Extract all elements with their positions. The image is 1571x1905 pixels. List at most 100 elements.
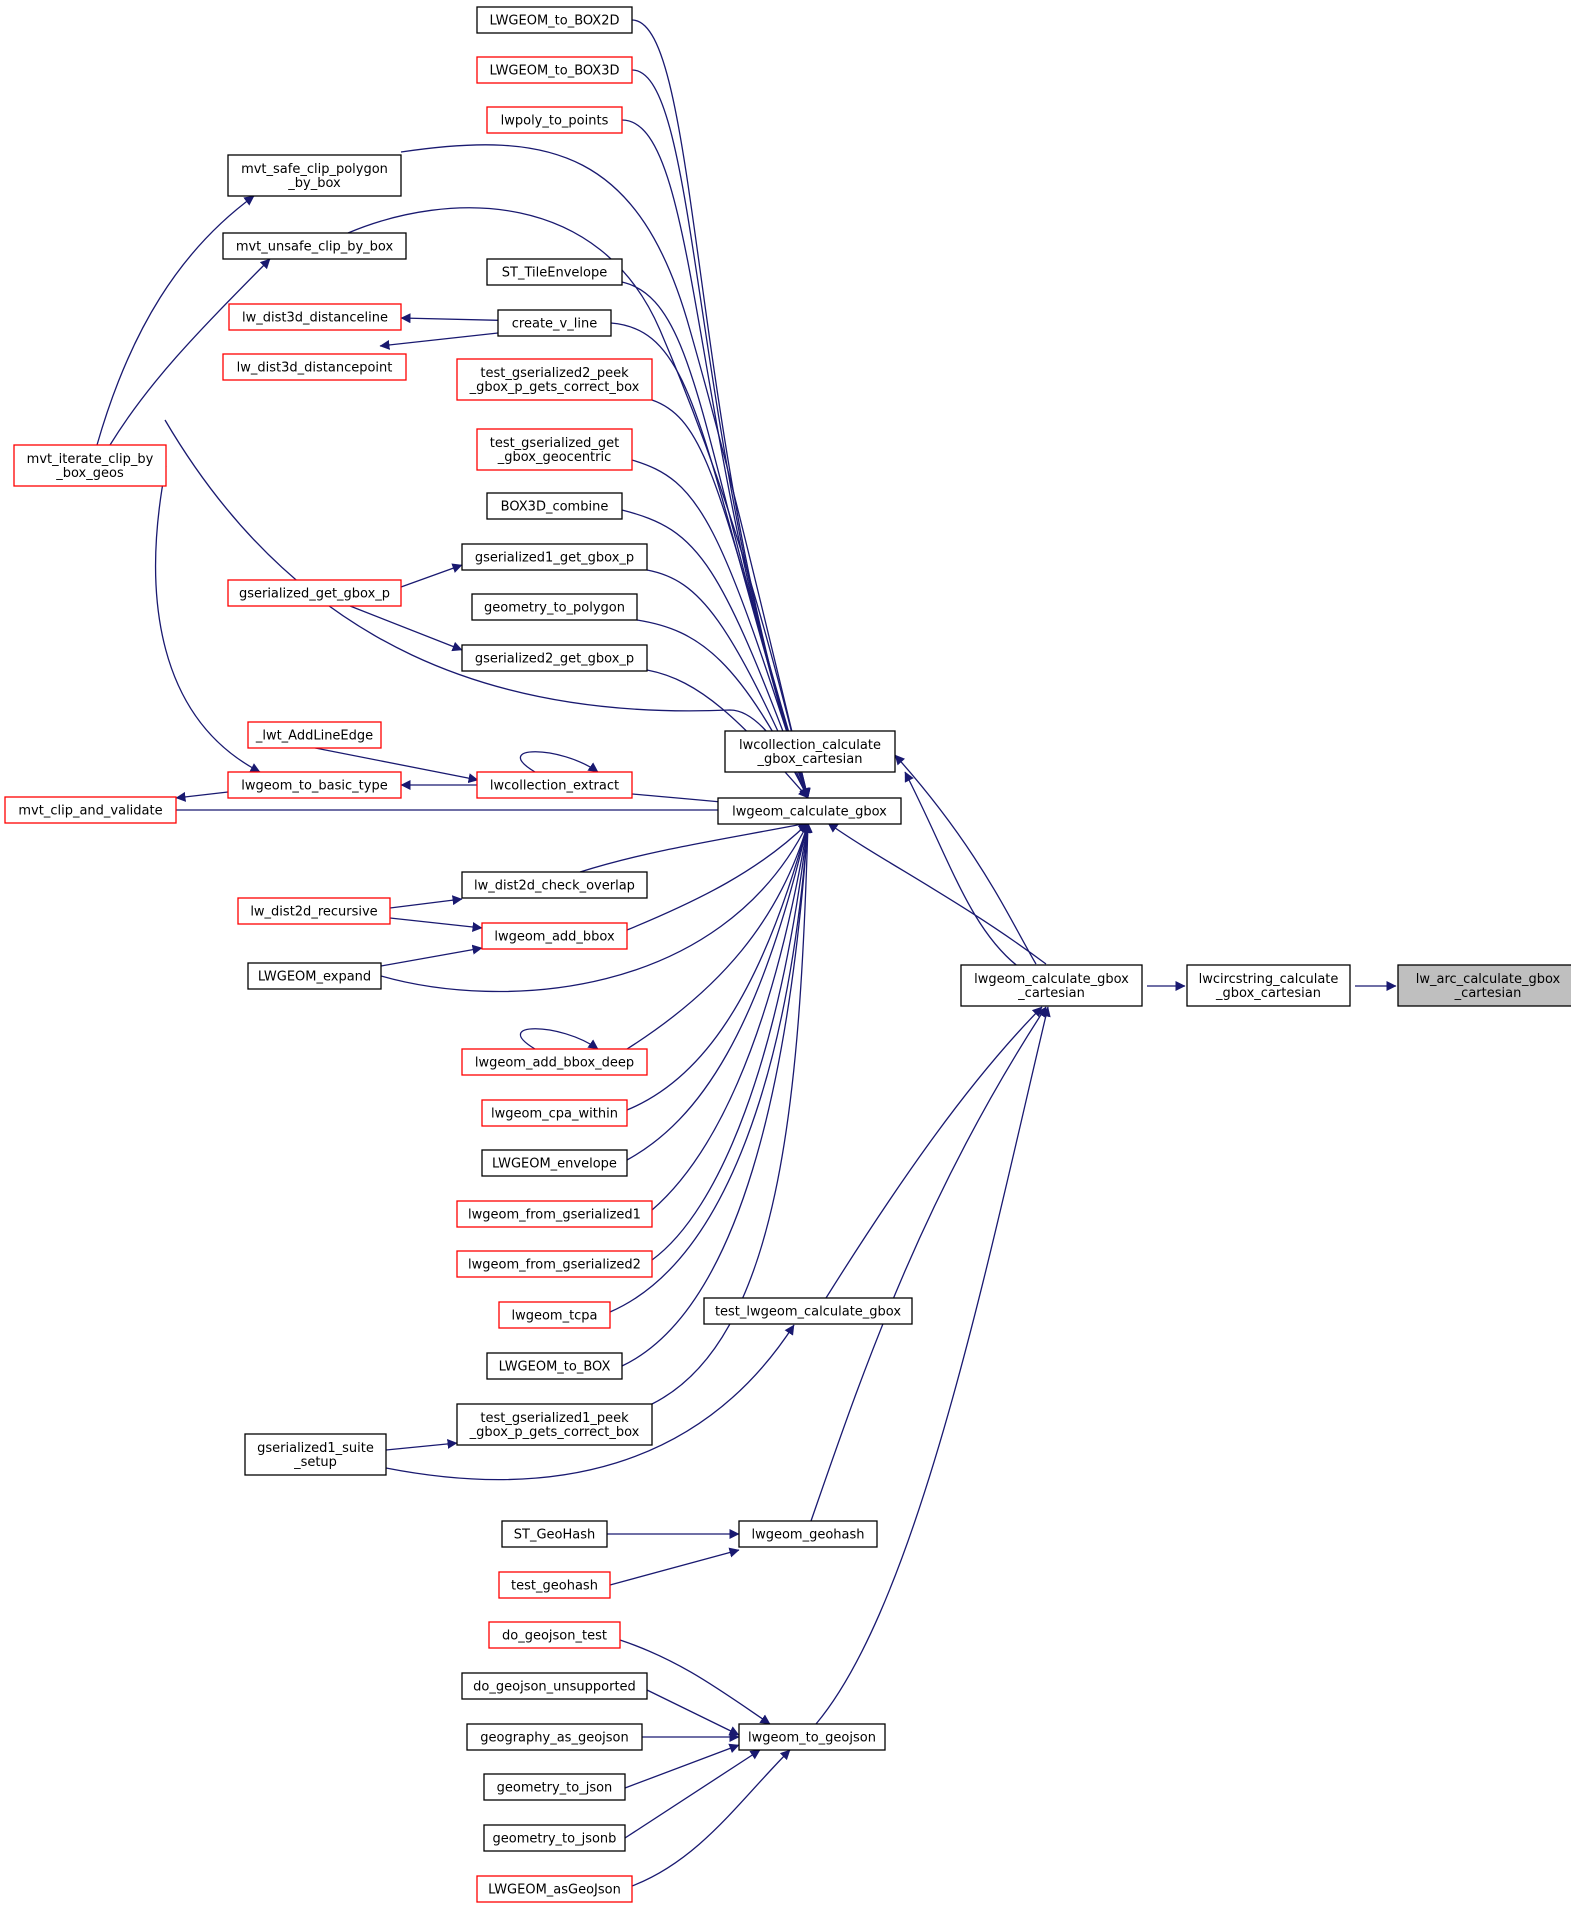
node-mvt-safe[interactable]: mvt_safe_clip_polygon_by_box — [227, 154, 402, 197]
call-edge — [624, 1749, 761, 1839]
node-box — [237, 897, 391, 925]
node-label: _cartesian — [1017, 986, 1085, 1001]
node-mvt-unsafe[interactable]: mvt_unsafe_clip_by_box — [222, 232, 407, 260]
node-label: test_gserialized1_peek — [480, 1411, 629, 1426]
call-edge — [109, 258, 271, 446]
node-box — [476, 428, 633, 471]
node-label: LWGEOM_asGeoJson — [488, 1883, 621, 1898]
node-lw-arc[interactable]: lw_arc_calculate_gbox_cartesian — [1397, 964, 1571, 1007]
node-geom-json[interactable]: geometry_to_json — [483, 1773, 626, 1801]
node-from-g2[interactable]: lwgeom_from_gserialized2 — [456, 1250, 653, 1278]
node-lwcircstring[interactable]: lwcircstring_calculate_gbox_cartesian — [1186, 964, 1351, 1007]
node-box — [738, 1520, 878, 1548]
node-cpa[interactable]: lwgeom_cpa_within — [481, 1099, 628, 1127]
node-geom-to-poly[interactable]: geometry_to_polygon — [471, 593, 638, 621]
node-label: ST_GeoHash — [514, 1528, 595, 1543]
call-edge — [349, 605, 463, 652]
node-box3d-comb[interactable]: BOX3D_combine — [486, 492, 623, 520]
node-lwpoly[interactable]: lwpoly_to_points — [486, 106, 623, 134]
node-box — [456, 1250, 653, 1278]
node-st-geohash[interactable]: ST_GeoHash — [501, 1520, 608, 1548]
node-lwcollection-cgc[interactable]: lwcollection_calculate_gbox_cartesian — [724, 730, 896, 773]
call-edge — [810, 1006, 1047, 1522]
node-tg2peek[interactable]: test_gserialized2_peek_gbox_p_gets_corre… — [456, 358, 653, 401]
node-lwgeom-expand[interactable]: LWGEOM_expand — [247, 962, 382, 990]
node-box — [481, 922, 628, 950]
call-edge — [825, 1006, 1043, 1299]
node-label: create_v_line — [512, 317, 597, 332]
node-box — [486, 106, 623, 134]
node-test-lcg[interactable]: test_lwgeom_calculate_gbox — [703, 1297, 913, 1325]
node-envelope[interactable]: LWGEOM_envelope — [481, 1149, 628, 1177]
node-tcpa[interactable]: lwgeom_tcpa — [498, 1301, 611, 1329]
node-label: geography_as_geojson — [480, 1731, 628, 1746]
node-asgeojson[interactable]: LWGEOM_asGeoJson — [476, 1875, 633, 1903]
node-box — [227, 154, 402, 197]
node-lwgeom-to-geojson[interactable]: lwgeom_to_geojson — [738, 1723, 886, 1751]
node-box — [1186, 964, 1351, 1007]
node-label: test_geohash — [511, 1579, 598, 1594]
node-g1suite[interactable]: gserialized1_suite_setup — [244, 1433, 387, 1476]
node-tg1peek[interactable]: test_gserialized1_peek_gbox_p_gets_corre… — [456, 1403, 653, 1446]
node-geom-jsonb[interactable]: geometry_to_jsonb — [483, 1824, 626, 1852]
node-lwgeom-geohash[interactable]: lwgeom_geohash — [738, 1520, 878, 1548]
call-edge — [624, 1743, 740, 1789]
node-box — [456, 1403, 653, 1446]
node-box — [244, 1433, 387, 1476]
node-label: ST_TileEnvelope — [502, 266, 607, 281]
node-label: LWGEOM_envelope — [492, 1157, 617, 1172]
node-dist2d-overlap[interactable]: lw_dist2d_check_overlap — [461, 871, 648, 899]
node-create-v[interactable]: create_v_line — [497, 309, 612, 337]
node-to-basic[interactable]: lwgeom_to_basic_type — [227, 771, 402, 799]
node-box — [481, 1099, 628, 1127]
node-do-gj-unsup[interactable]: do_geojson_unsupported — [461, 1672, 648, 1700]
node-mvt-clip[interactable]: mvt_clip_and_validate — [4, 796, 177, 824]
node-label: LWGEOM_to_BOX2D — [490, 14, 620, 29]
node-label: lwgeom_calculate_gbox — [974, 972, 1129, 987]
call-edge — [827, 822, 1047, 965]
node-to-box[interactable]: LWGEOM_to_BOX — [486, 1352, 623, 1380]
node-lwgeom-cg[interactable]: lwgeom_calculate_gbox — [717, 797, 902, 825]
node-label: lwgeom_calculate_gbox — [732, 805, 887, 820]
call-edge — [609, 822, 813, 1313]
node-g1get[interactable]: gserialized1_get_gbox_p — [461, 543, 648, 571]
node-lwgeom-cgc[interactable]: lwgeom_calculate_gbox_cartesian — [960, 964, 1143, 1007]
node-mvt-iter[interactable]: mvt_iterate_clip_by_box_geos — [13, 444, 167, 487]
node-dist3d-line[interactable]: lw_dist3d_distanceline — [228, 303, 402, 331]
node-dist3d-point[interactable]: lw_dist3d_distancepoint — [222, 353, 407, 381]
node-label: _cartesian — [1454, 986, 1522, 1001]
node-to-box3d[interactable]: LWGEOM_to_BOX3D — [476, 56, 633, 84]
node-to-box2d[interactable]: LWGEOM_to_BOX2D — [476, 6, 633, 34]
node-geog-gj[interactable]: geography_as_geojson — [466, 1723, 643, 1751]
node-add-bbox-deep[interactable]: lwgeom_add_bbox_deep — [461, 1048, 648, 1076]
node-test-geohash[interactable]: test_geohash — [498, 1571, 611, 1599]
node-label: lwgeom_from_gserialized1 — [468, 1208, 641, 1223]
node-box — [738, 1723, 886, 1751]
call-edge — [626, 822, 809, 931]
node-from-g1[interactable]: lwgeom_from_gserialized1 — [456, 1200, 653, 1228]
node-label: lwgeom_from_gserialized2 — [468, 1258, 641, 1273]
node-lwt-add[interactable]: _lwt_AddLineEdge — [247, 721, 382, 749]
node-gget[interactable]: gserialized_get_gbox_p — [227, 579, 402, 607]
node-label: test_lwgeom_calculate_gbox — [715, 1305, 901, 1320]
node-label: lwcollection_calculate — [739, 738, 881, 753]
node-tgget[interactable]: test_gserialized_get_gbox_geocentric — [476, 428, 633, 471]
node-box — [483, 1773, 626, 1801]
call-edge — [519, 1028, 599, 1050]
call-edge — [579, 819, 809, 873]
node-do-gj-test[interactable]: do_geojson_test — [488, 1621, 621, 1649]
node-box — [476, 6, 633, 34]
node-dist2d-rec[interactable]: lw_dist2d_recursive — [237, 897, 391, 925]
node-g2get[interactable]: gserialized2_get_gbox_p — [461, 644, 648, 672]
node-label: _box_geos — [55, 466, 124, 481]
node-label: lw_dist3d_distanceline — [242, 311, 388, 326]
node-lwcoll-extract[interactable]: lwcollection_extract — [476, 771, 633, 799]
node-label: _gbox_cartesian — [1215, 986, 1321, 1001]
call-edge — [609, 1547, 740, 1586]
call-nodes: lw_arc_calculate_gbox_cartesian lwcircstr… — [4, 6, 1571, 1903]
node-box — [486, 1352, 623, 1380]
node-label: lwpoly_to_points — [501, 114, 609, 129]
node-add-bbox[interactable]: lwgeom_add_bbox — [481, 922, 628, 950]
node-box — [476, 56, 633, 84]
node-st-tile[interactable]: ST_TileEnvelope — [486, 258, 623, 286]
